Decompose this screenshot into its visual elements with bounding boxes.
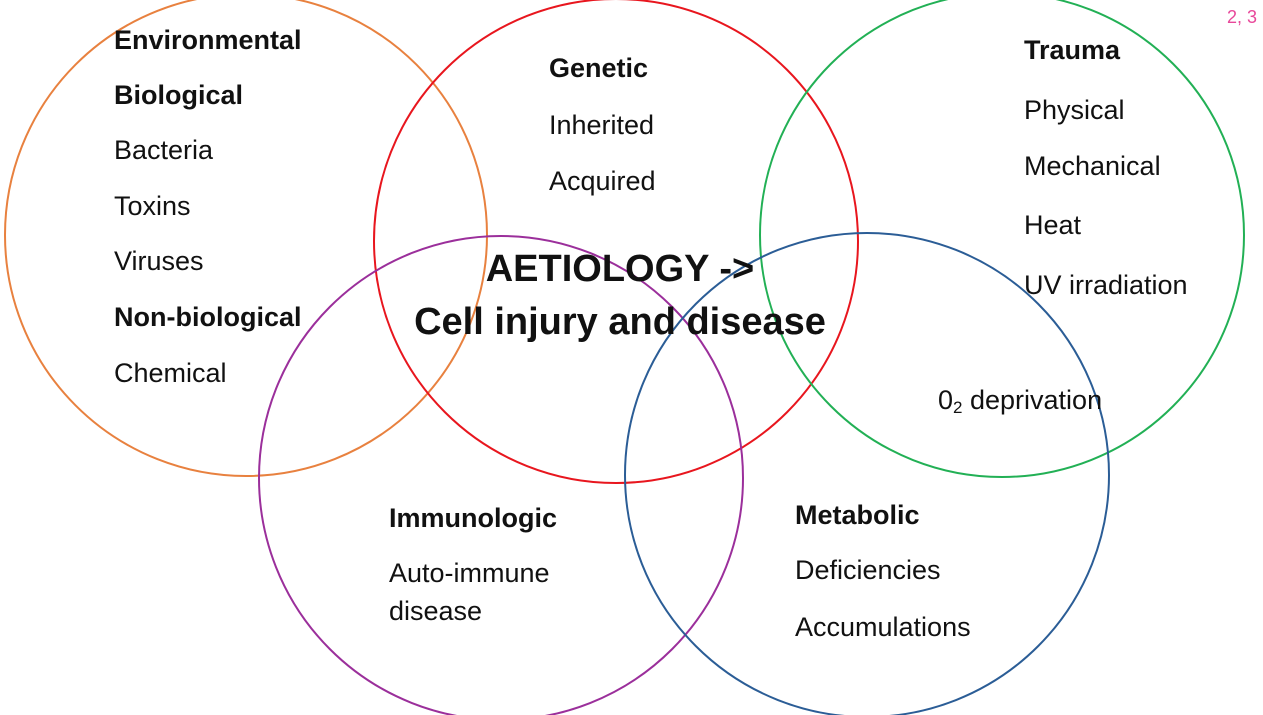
biological-item-toxins: Toxins <box>114 191 191 221</box>
center-title-line1: AETIOLOGY -> <box>485 248 755 290</box>
o2-rest: deprivation <box>962 385 1103 415</box>
immunologic-title: Immunologic <box>389 503 557 533</box>
trauma-circle <box>759 0 1245 478</box>
immunologic-circle <box>258 235 744 715</box>
metabolic-title: Metabolic <box>795 500 920 530</box>
biological-item-bacteria: Bacteria <box>114 135 214 165</box>
environmental-title: Environmental <box>114 25 302 55</box>
environmental-circle <box>4 0 488 477</box>
trauma-title: Trauma <box>1024 35 1121 65</box>
genetic-item-inherited: Inherited <box>549 110 655 140</box>
o2-deprivation-label: 02 deprivation <box>938 385 1103 417</box>
non-biological-item-chemical: Chemical <box>114 358 227 388</box>
metabolic-item-accumulations: Accumulations <box>795 612 971 642</box>
center-title-line2: Cell injury and disease <box>414 301 826 343</box>
genetic-circle <box>373 0 859 484</box>
non-biological-heading: Non-biological <box>114 302 302 332</box>
metabolic-circle <box>624 232 1110 715</box>
genetic-title: Genetic <box>549 53 649 83</box>
trauma-item-physical: Physical <box>1024 95 1125 125</box>
genetic-item-acquired: Acquired <box>549 166 656 196</box>
trauma-item-heat: Heat <box>1024 210 1082 240</box>
trauma-item-mechanical: Mechanical <box>1024 151 1161 181</box>
slide-number: 2, 3 <box>1226 7 1257 27</box>
immunologic-item-disease: disease <box>389 596 483 626</box>
biological-heading: Biological <box>114 80 244 110</box>
immunologic-item-auto-immune: Auto-immune <box>389 558 550 588</box>
o2-subscript: 2 <box>953 398 963 417</box>
o2-base: 0 <box>938 385 954 415</box>
trauma-item-uv-irradiation: UV irradiation <box>1024 270 1188 300</box>
biological-item-viruses: Viruses <box>114 246 204 276</box>
metabolic-item-deficiencies: Deficiencies <box>795 555 941 585</box>
